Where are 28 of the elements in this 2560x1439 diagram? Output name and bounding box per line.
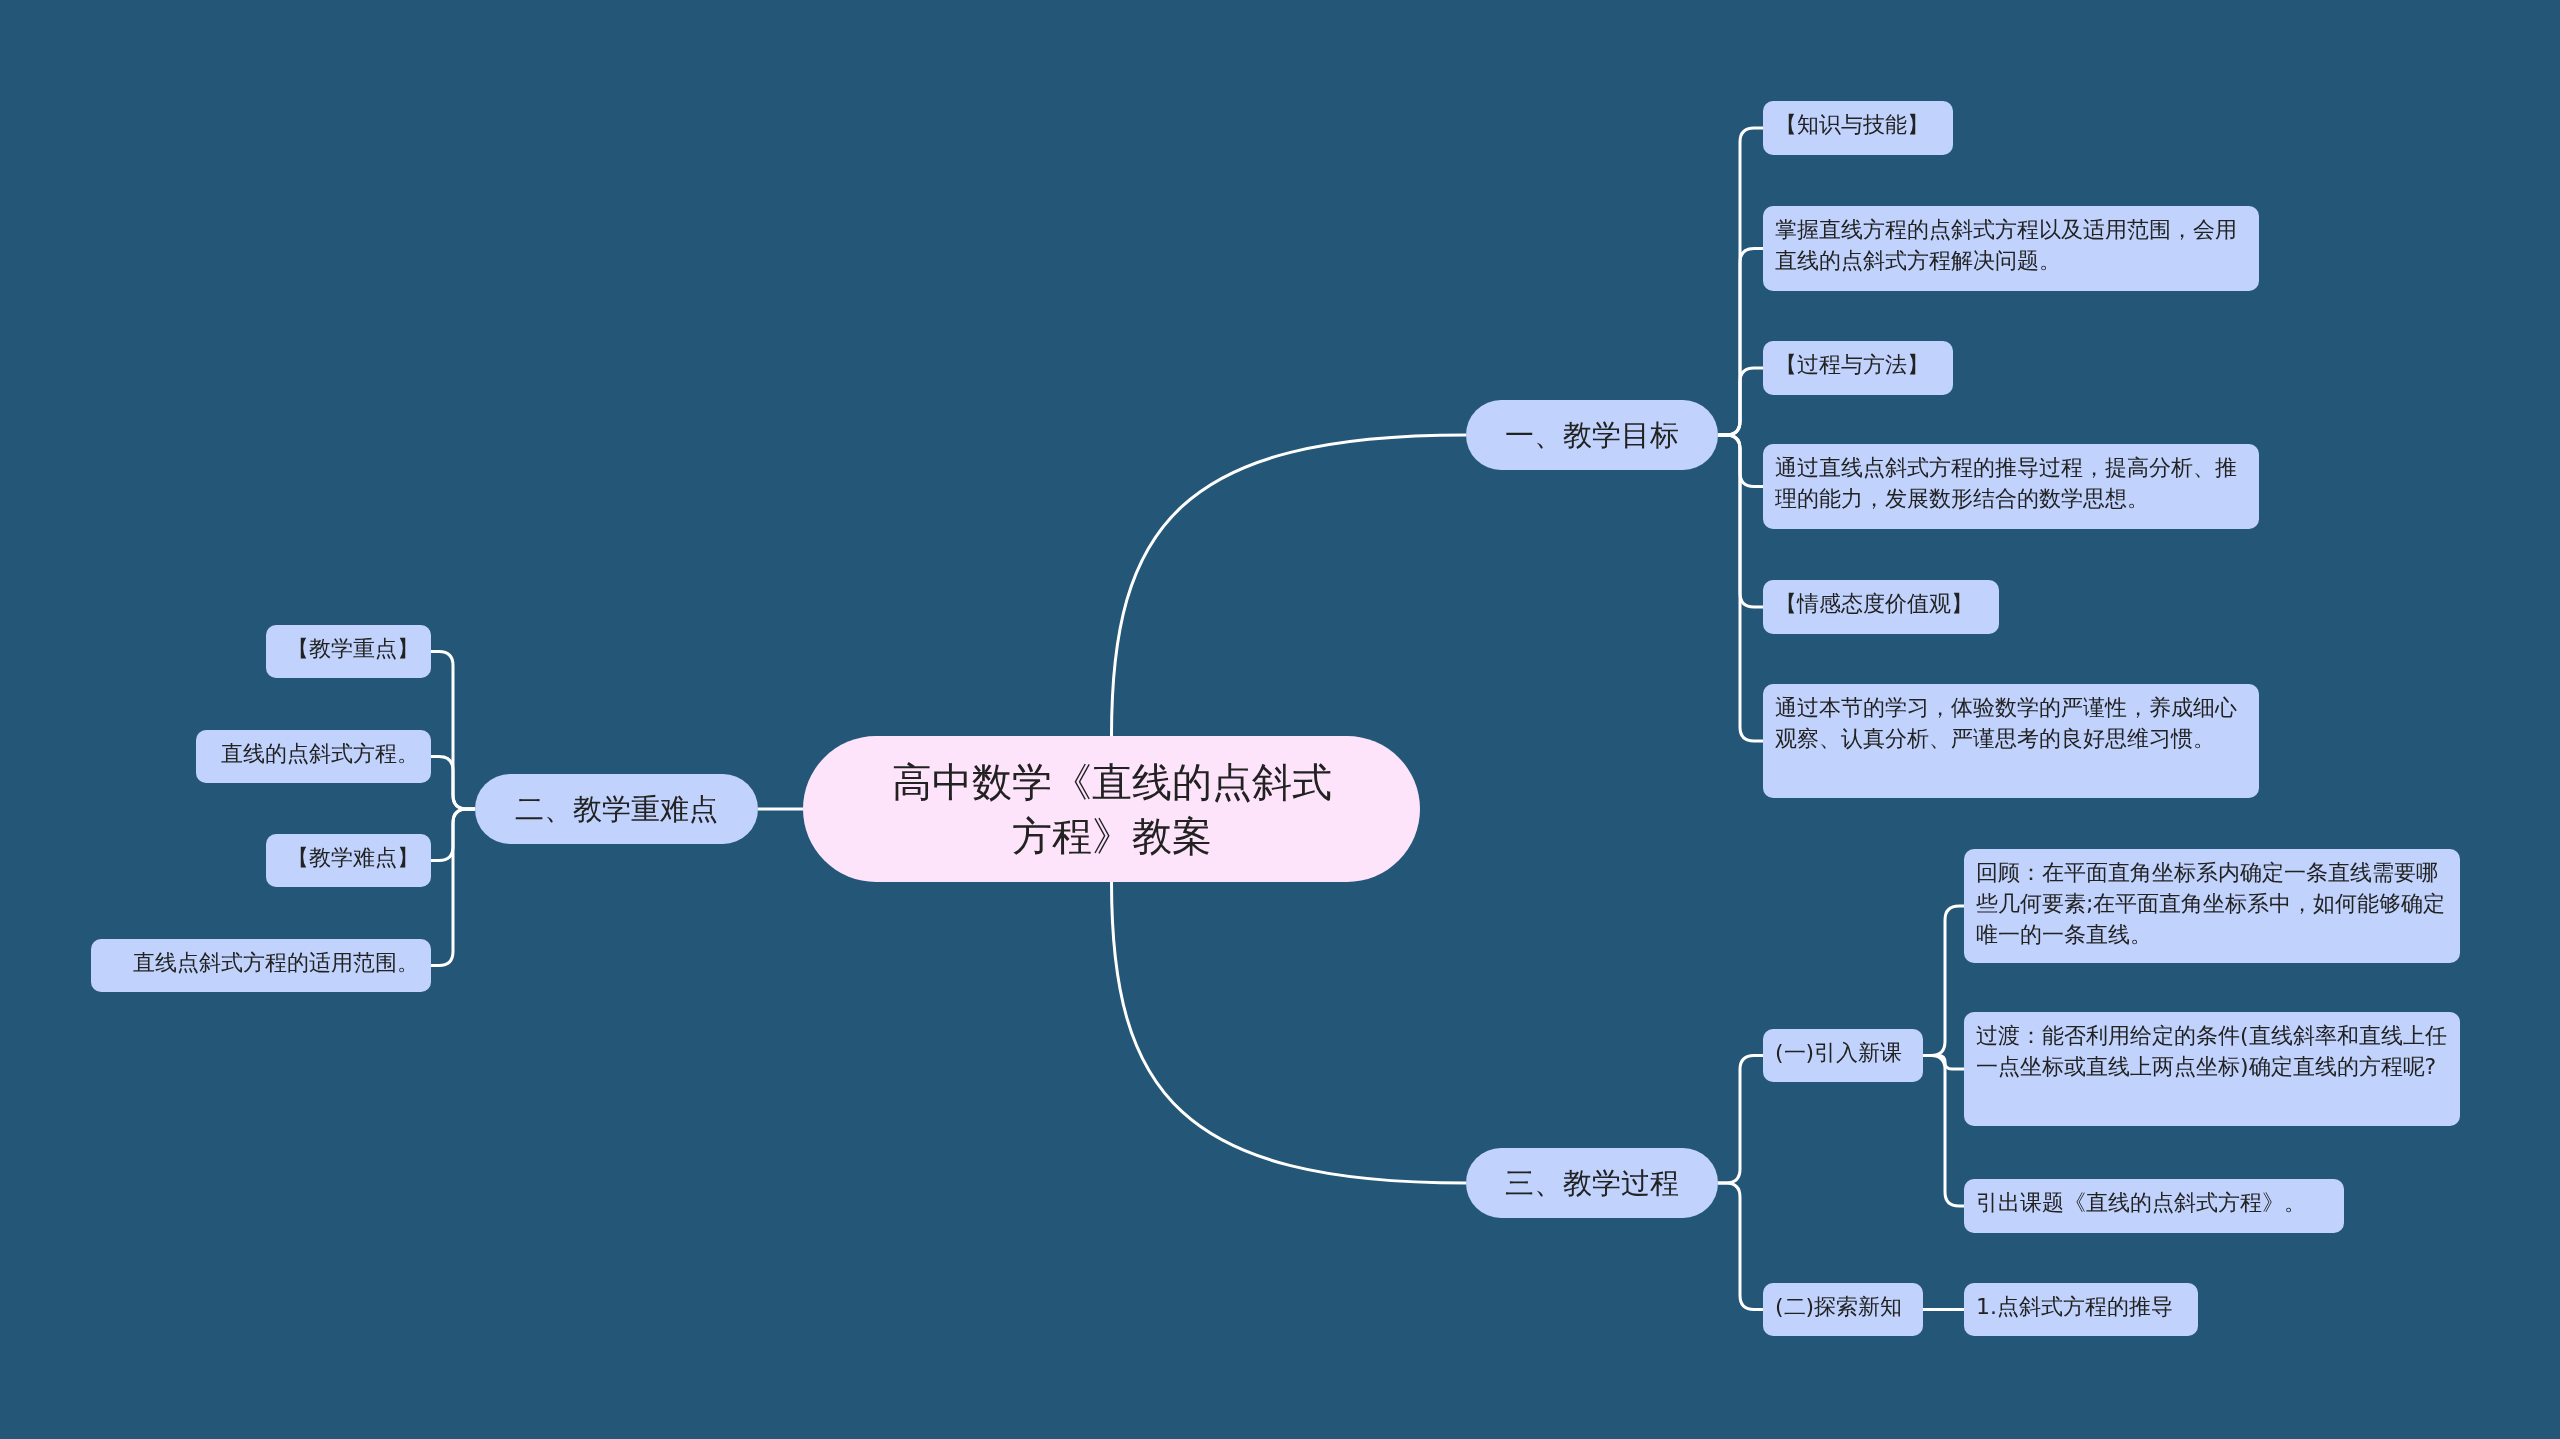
subtopic-box: 掌握直线方程的点斜式方程以及适用范围，会用直线的点斜式方程解决问题。 [1763,206,2259,291]
connector-line [1923,1308,1964,1311]
connector-line [431,807,475,967]
subtopic-box: 1.点斜式方程的推导 [1964,1283,2198,1336]
subtopic-box: 【情感态度价值观】 [1763,580,1999,634]
central-topic: 高中数学《直线的点斜式方程》教案 [803,736,1420,882]
connector-line [758,807,803,811]
branch-topic: 二、教学重难点 [475,774,758,844]
connector-line [1923,1054,1964,1208]
subtopic-box: (二)探索新知 [1763,1283,1923,1336]
connector-line [1718,1181,1763,1311]
connector-line [1110,433,1467,737]
subtopic-box: 【过程与方法】 [1763,341,1953,395]
connector-line [1110,881,1467,1185]
subtopic-box: 直线点斜式方程的适用范围。 [91,939,431,992]
subtopic-box: 【知识与技能】 [1763,101,1953,155]
subtopic-box: 通过直线点斜式方程的推导过程，提高分析、推理的能力，发展数形结合的数学思想。 [1763,444,2259,529]
subtopic-box: 通过本节的学习，体验数学的严谨性，养成细心观察、认真分析、严谨思考的良好思维习惯。 [1763,684,2259,798]
subtopic-box: 【教学重点】 [266,625,431,678]
branch-topic: 一、教学目标 [1466,400,1718,470]
subtopic-box: 回顾：在平面直角坐标系内确定一条直线需要哪些几何要素;在平面直角坐标系中，如何能够确定唯一的一条直线。 [1964,849,2460,963]
branch-topic: 三、教学过程 [1466,1148,1718,1218]
subtopic-box: 直线的点斜式方程。 [196,730,431,783]
subtopic-box: (一)引入新课 [1763,1029,1923,1082]
subtopic-box: 过渡：能否利用给定的条件(直线斜率和直线上任一点坐标或直线上两点坐标)确定直线的方程呢? [1964,1012,2460,1126]
subtopic-box: 【教学难点】 [266,834,431,887]
connector-line [1718,433,1763,743]
subtopic-box: 引出课题《直线的点斜式方程》。 [1964,1179,2344,1233]
